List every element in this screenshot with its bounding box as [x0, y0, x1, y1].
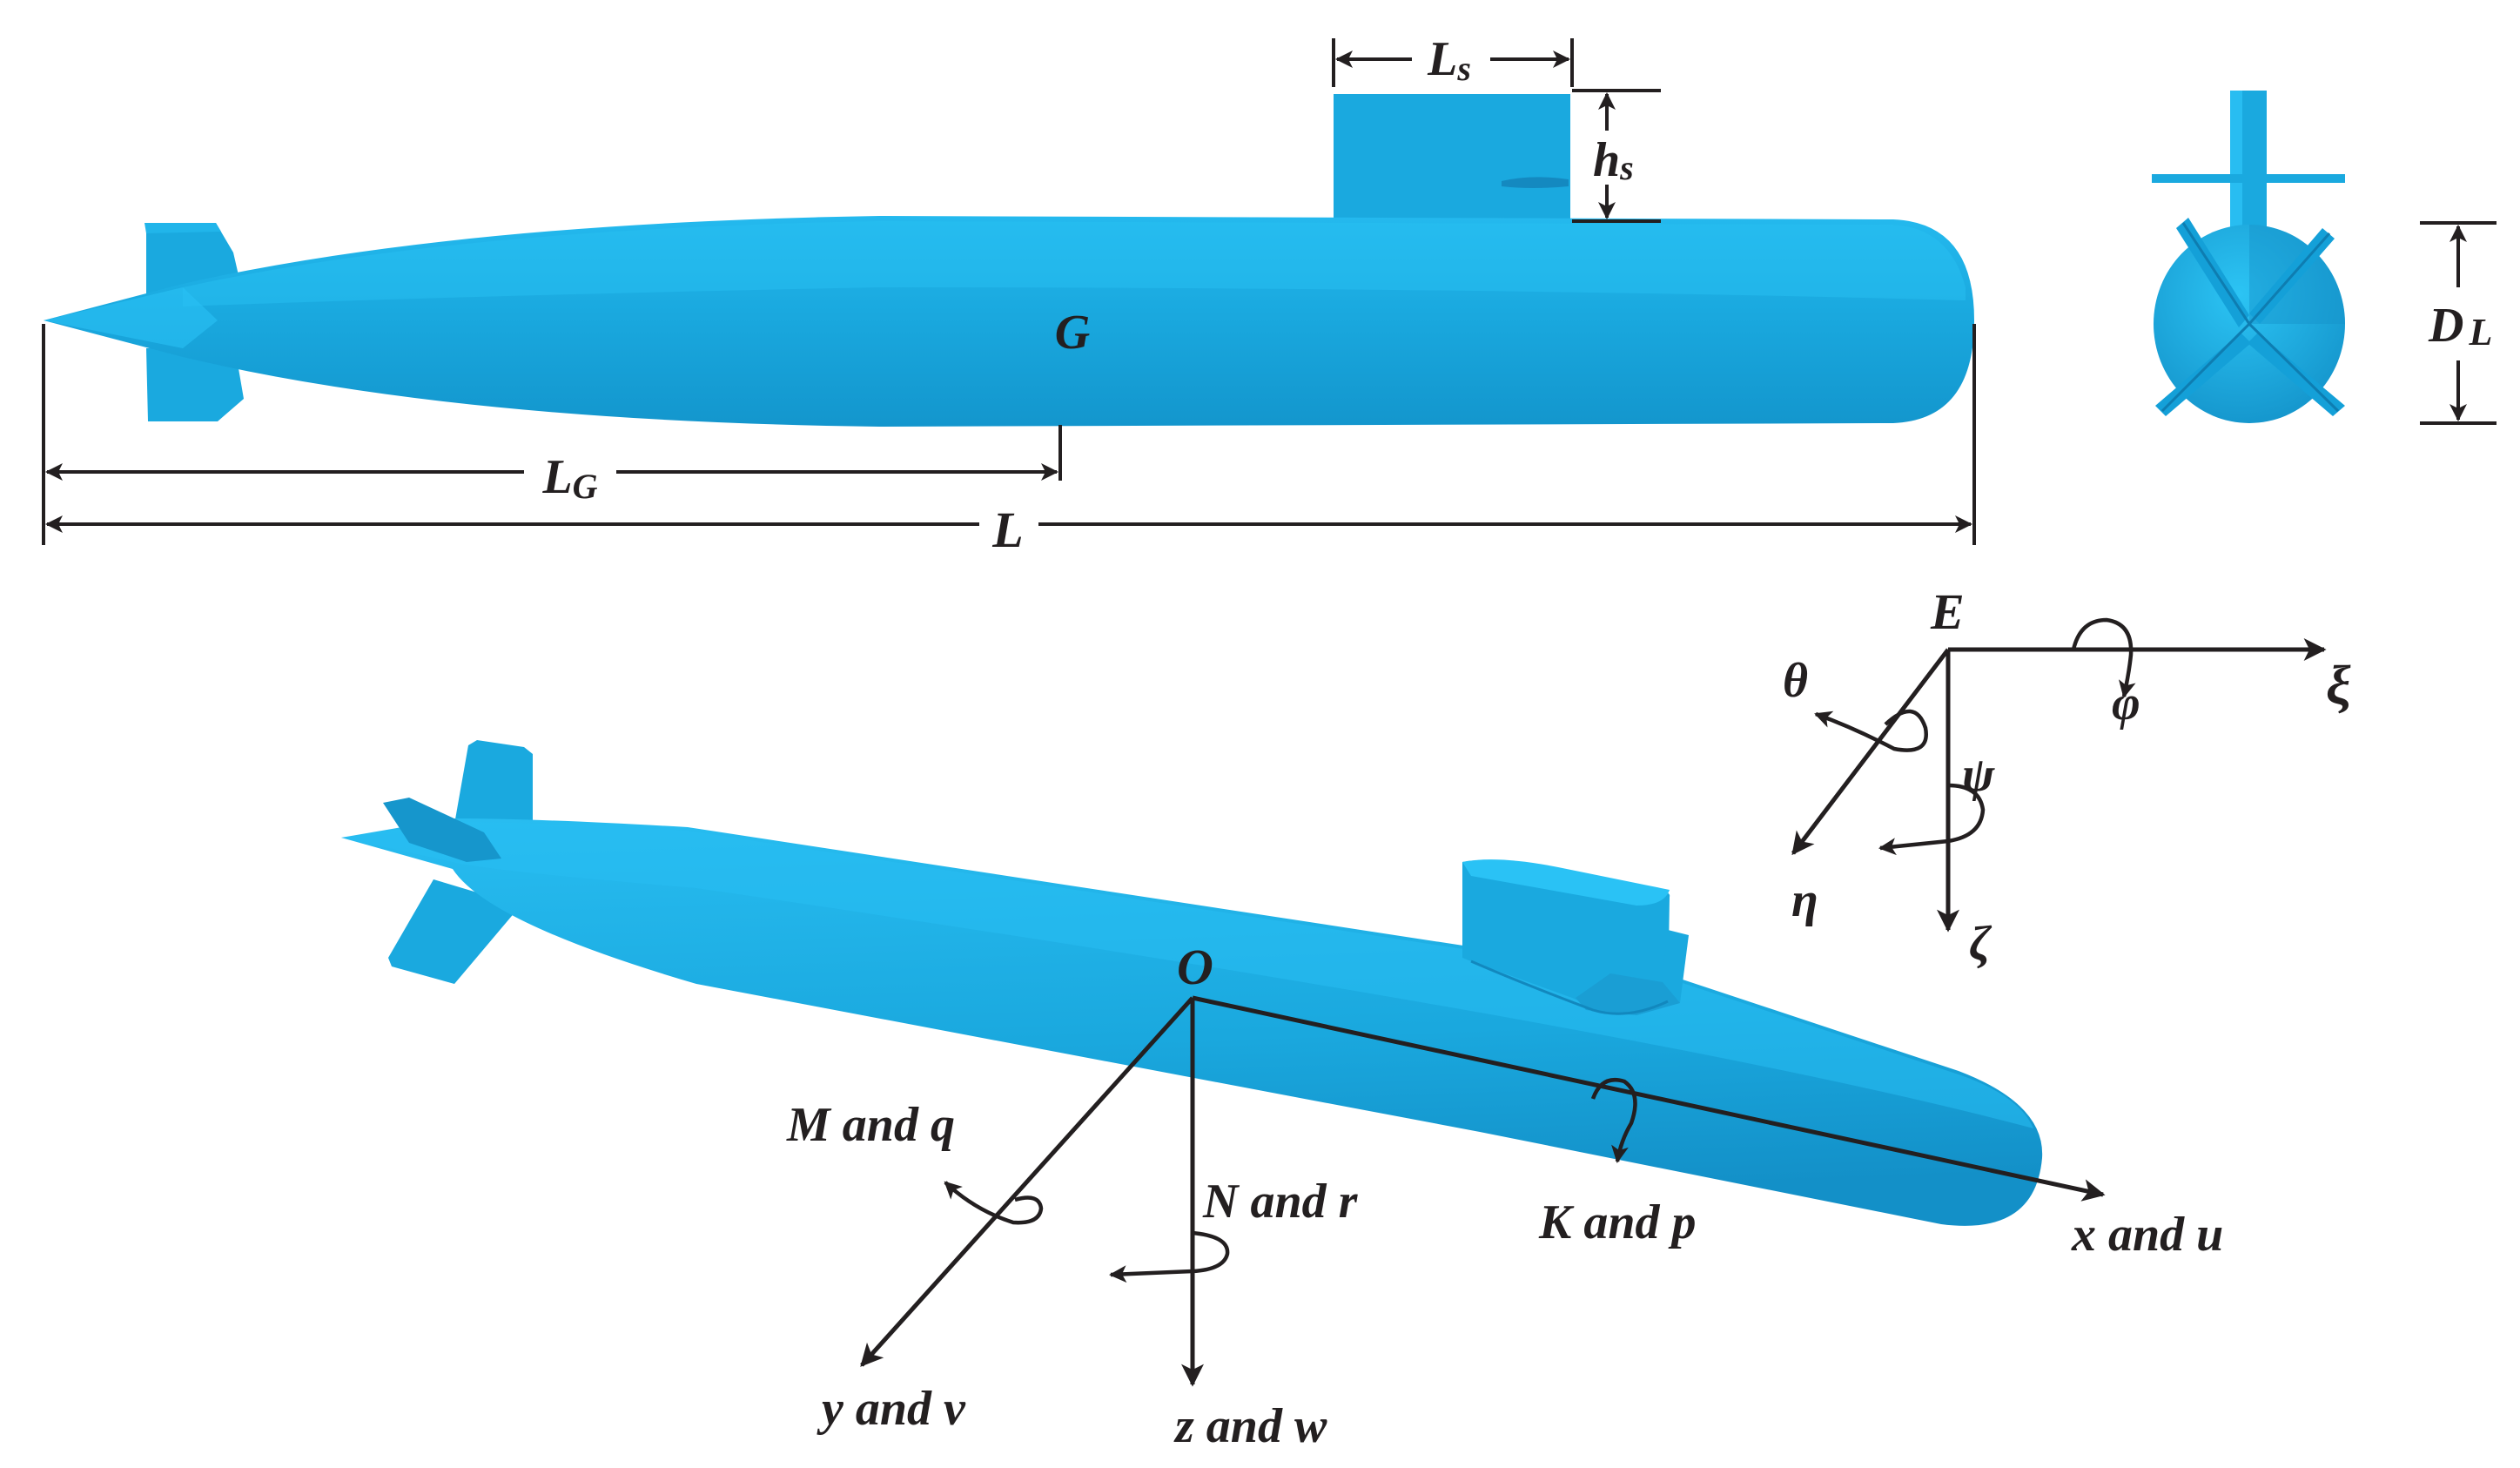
label-Ls: Ls: [1427, 32, 1471, 88]
perspective-stern-plane: [383, 798, 501, 862]
label-G: G: [1055, 306, 1090, 360]
dimension-L: L: [42, 324, 1976, 558]
label-LG: LG: [541, 450, 597, 506]
label-eta: η: [1791, 873, 1818, 927]
dimension-hs: hs: [1572, 89, 1661, 223]
perspective-upper-rudder: [453, 740, 533, 834]
label-psi: ψ: [1962, 748, 1995, 802]
label-phi: φ: [2112, 677, 2140, 731]
lower-rudder: [146, 348, 244, 421]
label-E: E: [1930, 583, 1965, 640]
label-O: O: [1177, 939, 1213, 995]
earth-fixed-frame: E ξ η ζ θ φ ψ: [1783, 583, 2351, 971]
front-view-submarine: [2152, 91, 2345, 423]
label-hs: hs: [1593, 133, 1634, 187]
dimension-LG: LG: [45, 425, 1062, 506]
front-sail-planes: [2152, 174, 2345, 183]
perspective-lower-rudder: [388, 879, 521, 984]
sail: [1334, 94, 1570, 225]
sail-fin: [1502, 177, 1569, 188]
perspective-sail-fin: [1576, 973, 1680, 1015]
label-L: L: [991, 502, 1023, 558]
label-theta: θ: [1783, 654, 1808, 708]
dimension-Ls: Ls: [1332, 31, 1574, 88]
side-view-submarine: [44, 94, 1974, 427]
label-xi: ξ: [2326, 654, 2351, 716]
label-zeta: ζ: [1969, 917, 1992, 971]
